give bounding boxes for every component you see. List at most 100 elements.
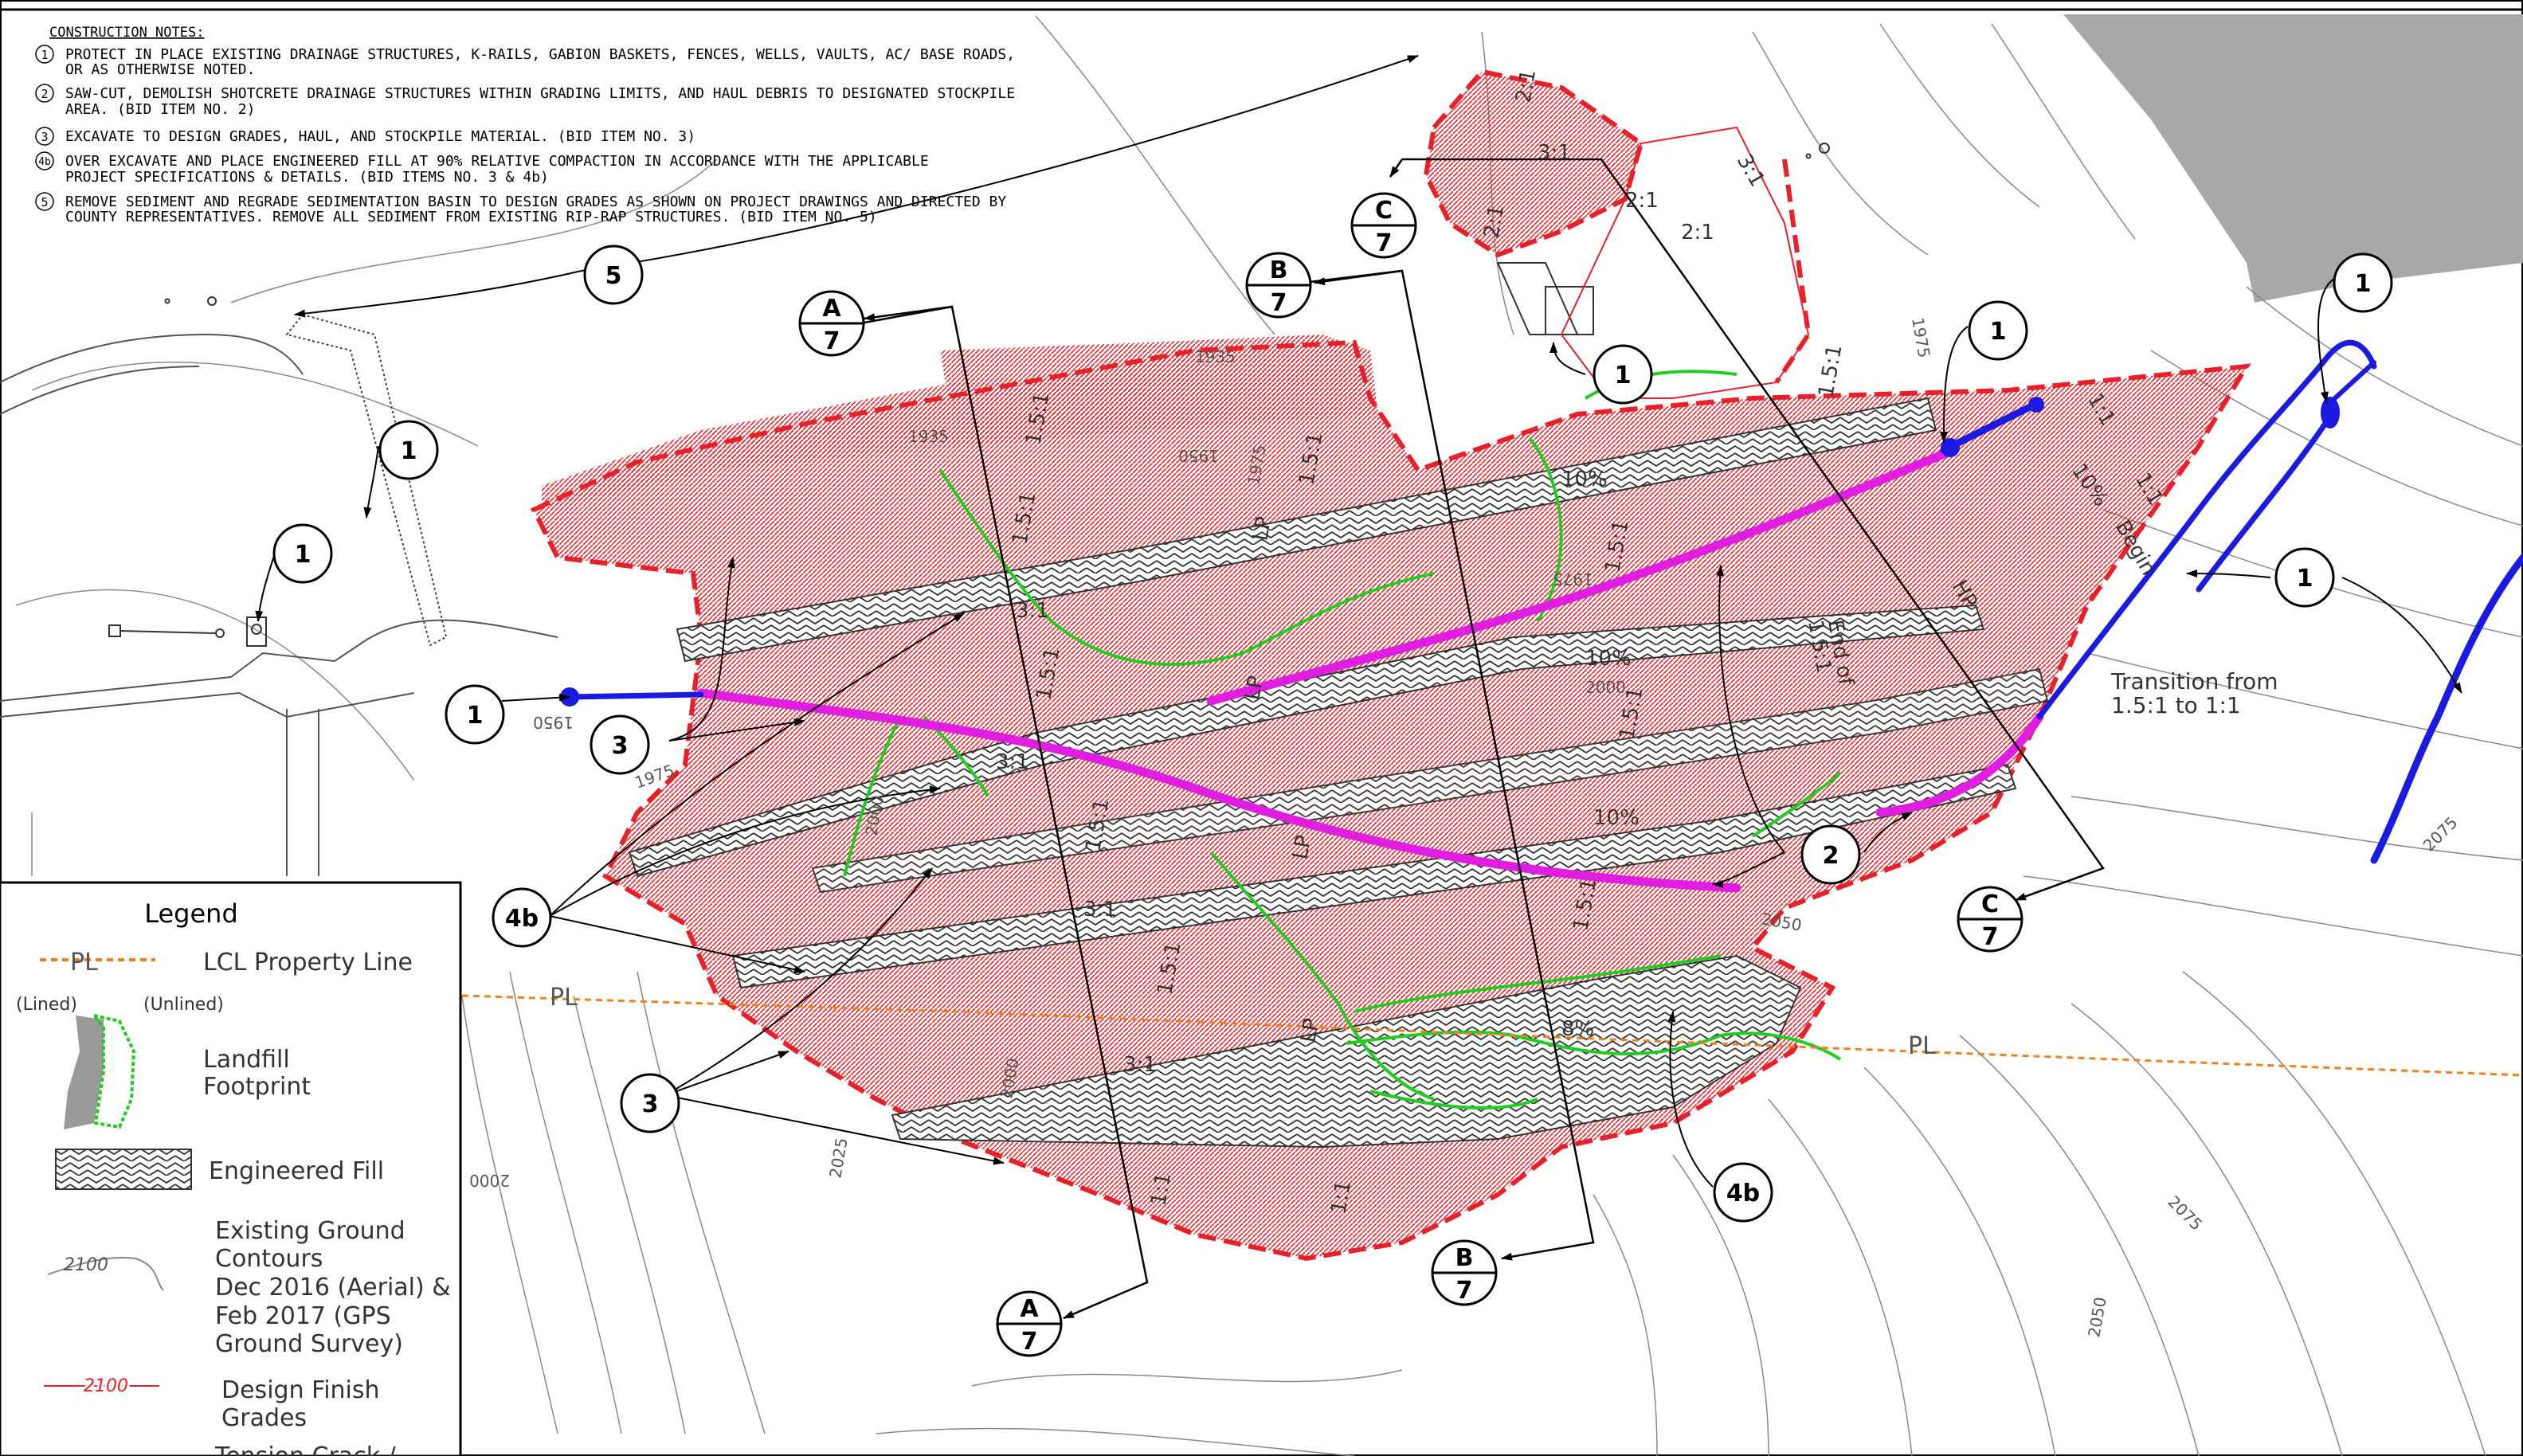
svg-text:1: 1 xyxy=(1615,362,1632,389)
svg-text:2050: 2050 xyxy=(2084,1296,2110,1339)
svg-text:8%: 8% xyxy=(1561,1017,1594,1041)
svg-text:3:1: 3:1 xyxy=(1123,1053,1157,1077)
svg-text:1: 1 xyxy=(1990,318,2007,346)
callout-1-west-pipe: 1 xyxy=(445,684,505,745)
callout-1-well: 1 xyxy=(272,523,333,584)
svg-text:SAW-CUT, DEMOLISH SHOTCRETE DR: SAW-CUT, DEMOLISH SHOTCRETE DRAINAGE STR… xyxy=(65,85,1015,102)
property-line-label-east: PL xyxy=(1908,1032,1936,1060)
legend-engineered-fill: Engineered Fill xyxy=(55,1149,384,1190)
svg-text:LP: LP xyxy=(1248,515,1276,542)
north-basin-limit xyxy=(1774,159,1812,384)
svg-text:1.5:1: 1.5:1 xyxy=(1814,342,1847,399)
drainage-channels xyxy=(696,449,2044,893)
legend: Legend PL LCL Property Line (Lined) (Unl… xyxy=(0,881,462,1456)
section-C-bottom: C 7 xyxy=(1957,886,2023,953)
legend-property-line: PL LCL Property Line xyxy=(40,949,413,977)
section-B-top: B 7 xyxy=(1245,252,1312,319)
svg-text:3: 3 xyxy=(642,1090,659,1118)
svg-text:7: 7 xyxy=(824,327,840,355)
callouts: 5 1 1 1 1 1 1 1 xyxy=(272,245,2393,1223)
svg-text:4b: 4b xyxy=(38,156,51,168)
svg-text:7: 7 xyxy=(1021,1328,1038,1356)
svg-text:1:1: 1:1 xyxy=(1146,1171,1176,1207)
svg-text:PROTECT IN PLACE EXISTING DRAI: PROTECT IN PLACE EXISTING DRAINAGE STRUC… xyxy=(65,46,1015,63)
svg-text:7: 7 xyxy=(1982,923,1999,951)
svg-text:2075: 2075 xyxy=(2419,813,2462,855)
callout-2: 2 xyxy=(1800,824,1861,885)
construction-notes: CONSTRUCTION NOTES: 1 PROTECT IN PLACE E… xyxy=(35,25,1015,225)
callout-4b-south: 4b xyxy=(1713,1162,1773,1223)
section-C-top: C 7 xyxy=(1350,192,1417,259)
svg-text:OR AS OTHERWISE NOTED.: OR AS OTHERWISE NOTED. xyxy=(65,61,255,78)
svg-text:LP: LP xyxy=(1296,1016,1324,1044)
svg-text:C: C xyxy=(1981,890,1999,918)
note-1: 1 PROTECT IN PLACE EXISTING DRAINAGE STR… xyxy=(35,45,1015,78)
svg-text:COUNTY REPRESENTATIVES. REMOVE: COUNTY REPRESENTATIVES. REMOVE ALL SEDIM… xyxy=(65,209,877,225)
svg-text:LCL Property Line: LCL Property Line xyxy=(203,949,413,977)
legend-cutoff: Tension Crack / xyxy=(214,1442,397,1456)
svg-text:2:1: 2:1 xyxy=(1681,221,1714,245)
svg-text:LP: LP xyxy=(1240,674,1268,702)
svg-text:Feb 2017 (GPS: Feb 2017 (GPS xyxy=(215,1302,391,1330)
svg-text:LP: LP xyxy=(1288,833,1316,861)
svg-text:2: 2 xyxy=(1823,842,1839,870)
svg-text:5: 5 xyxy=(41,195,48,209)
svg-text:2100: 2100 xyxy=(64,1255,108,1275)
svg-text:Contours: Contours xyxy=(215,1245,323,1273)
legend-design-grades: 2100 Design Finish Grades xyxy=(44,1374,380,1432)
svg-text:A: A xyxy=(822,295,841,323)
svg-text:1935: 1935 xyxy=(1195,347,1236,366)
svg-text:1950: 1950 xyxy=(533,713,574,732)
property-line xyxy=(461,994,2523,1077)
note-2: 2 SAW-CUT, DEMOLISH SHOTCRETE DRAINAGE S… xyxy=(35,84,1015,118)
svg-text:2000: 2000 xyxy=(1585,678,1626,697)
transition-note: Transition from 1.5:1 to 1:1 xyxy=(2110,668,2278,718)
svg-text:10%: 10% xyxy=(1593,806,1640,830)
svg-text:1: 1 xyxy=(467,702,484,730)
property-line-label-west: PL xyxy=(550,984,578,1012)
svg-text:3:1: 3:1 xyxy=(1016,599,1049,623)
svg-text:5: 5 xyxy=(605,262,622,290)
callout-1-pad: 1 xyxy=(378,420,439,480)
svg-text:Footprint: Footprint xyxy=(203,1073,311,1101)
svg-text:1.5:1 to 1:1: 1.5:1 to 1:1 xyxy=(2111,692,2241,718)
svg-text:Existing Ground: Existing Ground xyxy=(215,1217,405,1245)
svg-text:(Unlined): (Unlined) xyxy=(143,995,224,1015)
svg-text:1: 1 xyxy=(2297,565,2313,593)
svg-text:1: 1 xyxy=(41,48,48,62)
legend-landfill-footprint: (Lined) (Unlined) Landfill Footprint xyxy=(16,995,311,1129)
svg-text:7: 7 xyxy=(1456,1277,1473,1305)
svg-text:7: 7 xyxy=(1376,229,1393,257)
legend-existing-contours: 2100 Existing Ground Contours Dec 2016 (… xyxy=(47,1217,451,1358)
svg-text:3: 3 xyxy=(612,732,629,760)
svg-text:Dec 2016 (Aerial) &: Dec 2016 (Aerial) & xyxy=(215,1274,451,1301)
svg-text:CONSTRUCTION NOTES:: CONSTRUCTION NOTES: xyxy=(49,25,204,41)
note-3: 3 EXCAVATE TO DESIGN GRADES, HAUL, AND S… xyxy=(35,127,695,146)
section-A-top: A 7 xyxy=(798,290,865,357)
svg-text:A: A xyxy=(1020,1295,1039,1323)
svg-text:AREA. (BID ITEM NO. 2): AREA. (BID ITEM NO. 2) xyxy=(65,101,255,118)
callout-4b-west: 4b xyxy=(492,887,552,948)
callout-3-south: 3 xyxy=(620,1073,680,1133)
svg-text:B: B xyxy=(1455,1244,1474,1272)
callout-leaders xyxy=(255,55,2462,1188)
svg-text:2025: 2025 xyxy=(825,1137,851,1180)
svg-text:1950: 1950 xyxy=(1178,446,1219,465)
svg-text:1975: 1975 xyxy=(1908,316,1933,359)
svg-text:Landfill: Landfill xyxy=(203,1046,290,1074)
section-A-bottom: A 7 xyxy=(996,1290,1063,1357)
svg-text:2: 2 xyxy=(41,87,48,101)
adjacent-landfill-area xyxy=(2063,14,2523,303)
callout-3-west: 3 xyxy=(590,714,650,775)
svg-text:4b: 4b xyxy=(1726,1180,1760,1207)
note-5: 5 REMOVE SEDIMENT AND REGRADE SEDIMENTAT… xyxy=(35,192,1006,225)
callout-1-east: 1 xyxy=(2274,547,2335,608)
note-4b: 4b OVER EXCAVATE AND PLACE ENGINEERED FI… xyxy=(35,151,929,186)
west-bench-grading xyxy=(542,366,1370,510)
engineered-fill-benches xyxy=(628,397,2049,1149)
svg-text:10%: 10% xyxy=(1561,468,1608,491)
svg-text:(Lined): (Lined) xyxy=(16,995,77,1015)
svg-text:B: B xyxy=(1270,256,1288,284)
svg-text:3:1: 3:1 xyxy=(1538,141,1571,165)
